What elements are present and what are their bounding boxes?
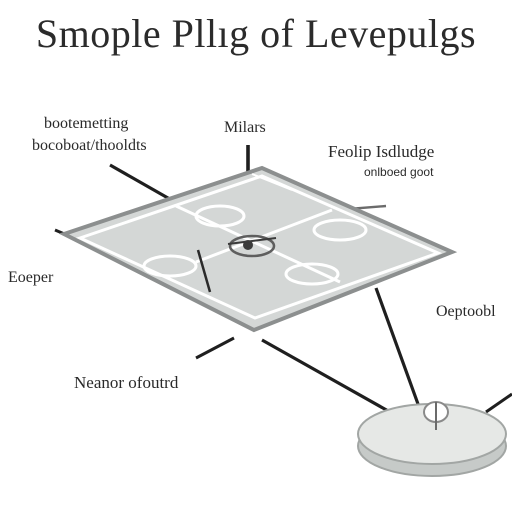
label-left: Eoeper (8, 269, 54, 286)
connector-right-to-disc (374, 287, 420, 405)
connector-bottom-left (261, 338, 391, 414)
connector-disc-right (485, 392, 512, 414)
label-top-center: Milars (224, 119, 266, 136)
spinner-icon (227, 234, 277, 258)
label-top-right-2: onlboed goot (364, 165, 434, 179)
page-title: Smople Pllıg of Levepulgs (35, 11, 477, 56)
connector-lower-left (195, 336, 235, 360)
pin-icon (423, 401, 449, 430)
label-top-right-1: Feolip Isdludge (328, 142, 435, 161)
label-top-left-2: bocoboat/thooldts (32, 137, 147, 154)
disc (357, 403, 507, 477)
court-board (58, 165, 458, 333)
label-bottom-left: Neanor ofoutrd (74, 373, 179, 392)
label-top-left-1: bootemetting (44, 115, 129, 132)
label-right: Oeptoobl (436, 303, 496, 320)
